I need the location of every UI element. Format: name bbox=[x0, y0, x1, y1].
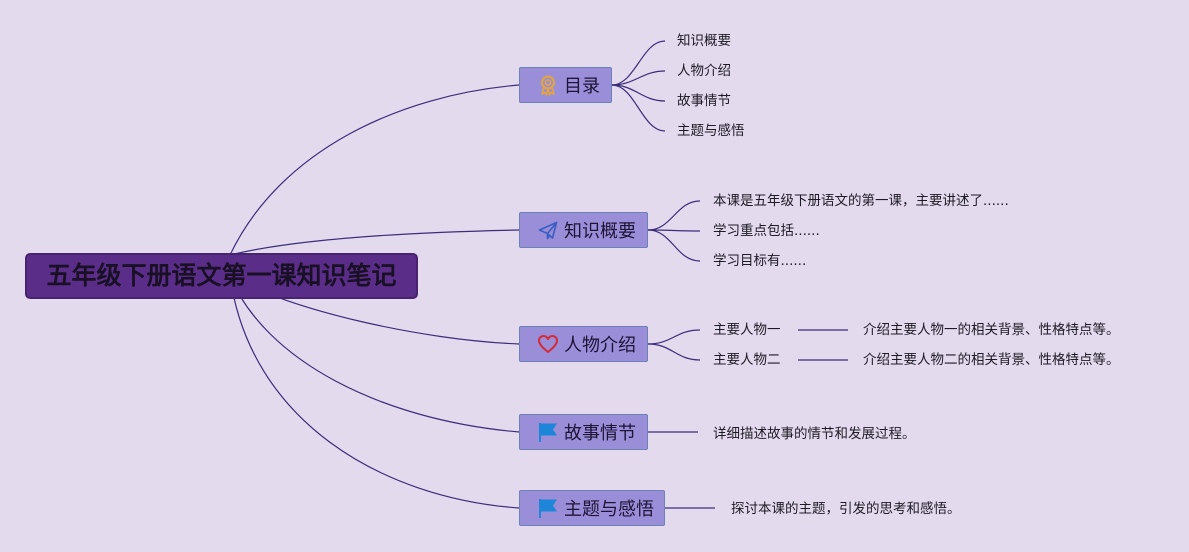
connector-renwu-2 bbox=[647, 343, 701, 361]
connector-root-qingjie bbox=[229, 275, 520, 433]
leaf-renwu-1[interactable]: 主要人物一 bbox=[713, 322, 781, 338]
branch-mulu[interactable]: 目录 bbox=[519, 67, 612, 103]
branch-label: 知识概要 bbox=[564, 221, 636, 242]
flag-icon bbox=[537, 421, 559, 443]
branch-label: 目录 bbox=[564, 76, 600, 97]
root-topic[interactable]: 五年级下册语文第一课知识笔记 bbox=[25, 253, 418, 299]
branch-renwu[interactable]: 人物介绍 bbox=[519, 326, 648, 362]
branch-gaiyao[interactable]: 知识概要 bbox=[519, 212, 648, 248]
leaf-mulu-1[interactable]: 知识概要 bbox=[677, 33, 731, 49]
branch-label: 故事情节 bbox=[564, 423, 636, 444]
paper-plane-icon bbox=[537, 219, 559, 241]
connector-gaiyao-1 bbox=[647, 200, 701, 231]
flag-icon bbox=[537, 497, 559, 519]
connector-renwu-1 bbox=[647, 329, 701, 345]
connector-root-mulu bbox=[229, 84, 520, 256]
leaf-gaiyao-3[interactable]: 学习目标有...... bbox=[713, 253, 807, 269]
leaf-gaiyao-1[interactable]: 本课是五年级下册语文的第一课，主要讲述了...... bbox=[713, 193, 1009, 209]
leaf-renwu-2-detail[interactable]: 介绍主要人物二的相关背景、性格特点等。 bbox=[863, 352, 1120, 368]
leaf-mulu-4[interactable]: 主题与感悟 bbox=[677, 123, 745, 139]
connector-mulu-2 bbox=[611, 70, 666, 86]
branch-zhuti[interactable]: 主题与感悟 bbox=[519, 490, 665, 526]
branch-label: 人物介绍 bbox=[564, 335, 636, 356]
connector-mulu-1 bbox=[611, 40, 666, 86]
leaf-mulu-2[interactable]: 人物介绍 bbox=[677, 63, 731, 79]
leaf-gaiyao-2[interactable]: 学习重点包括...... bbox=[713, 223, 820, 239]
connector-root-gaiyao bbox=[229, 229, 520, 256]
leaf-qingjie-1[interactable]: 详细描述故事的情节和发展过程。 bbox=[713, 426, 916, 442]
connector-mulu-4 bbox=[611, 84, 666, 132]
branch-qingjie[interactable]: 故事情节 bbox=[519, 414, 648, 450]
heart-outline-icon bbox=[537, 333, 559, 355]
leaf-mulu-3[interactable]: 故事情节 bbox=[677, 93, 731, 109]
leaf-renwu-1-detail[interactable]: 介绍主要人物一的相关背景、性格特点等。 bbox=[863, 322, 1120, 338]
leaf-renwu-2[interactable]: 主要人物二 bbox=[713, 352, 781, 368]
connector-root-zhuti bbox=[229, 275, 520, 509]
award-ribbon-icon bbox=[537, 74, 559, 96]
leaf-zhuti-1[interactable]: 探讨本课的主题，引发的思考和感悟。 bbox=[731, 501, 961, 517]
connector-gaiyao-3 bbox=[647, 229, 701, 262]
branch-label: 主题与感悟 bbox=[564, 499, 654, 520]
